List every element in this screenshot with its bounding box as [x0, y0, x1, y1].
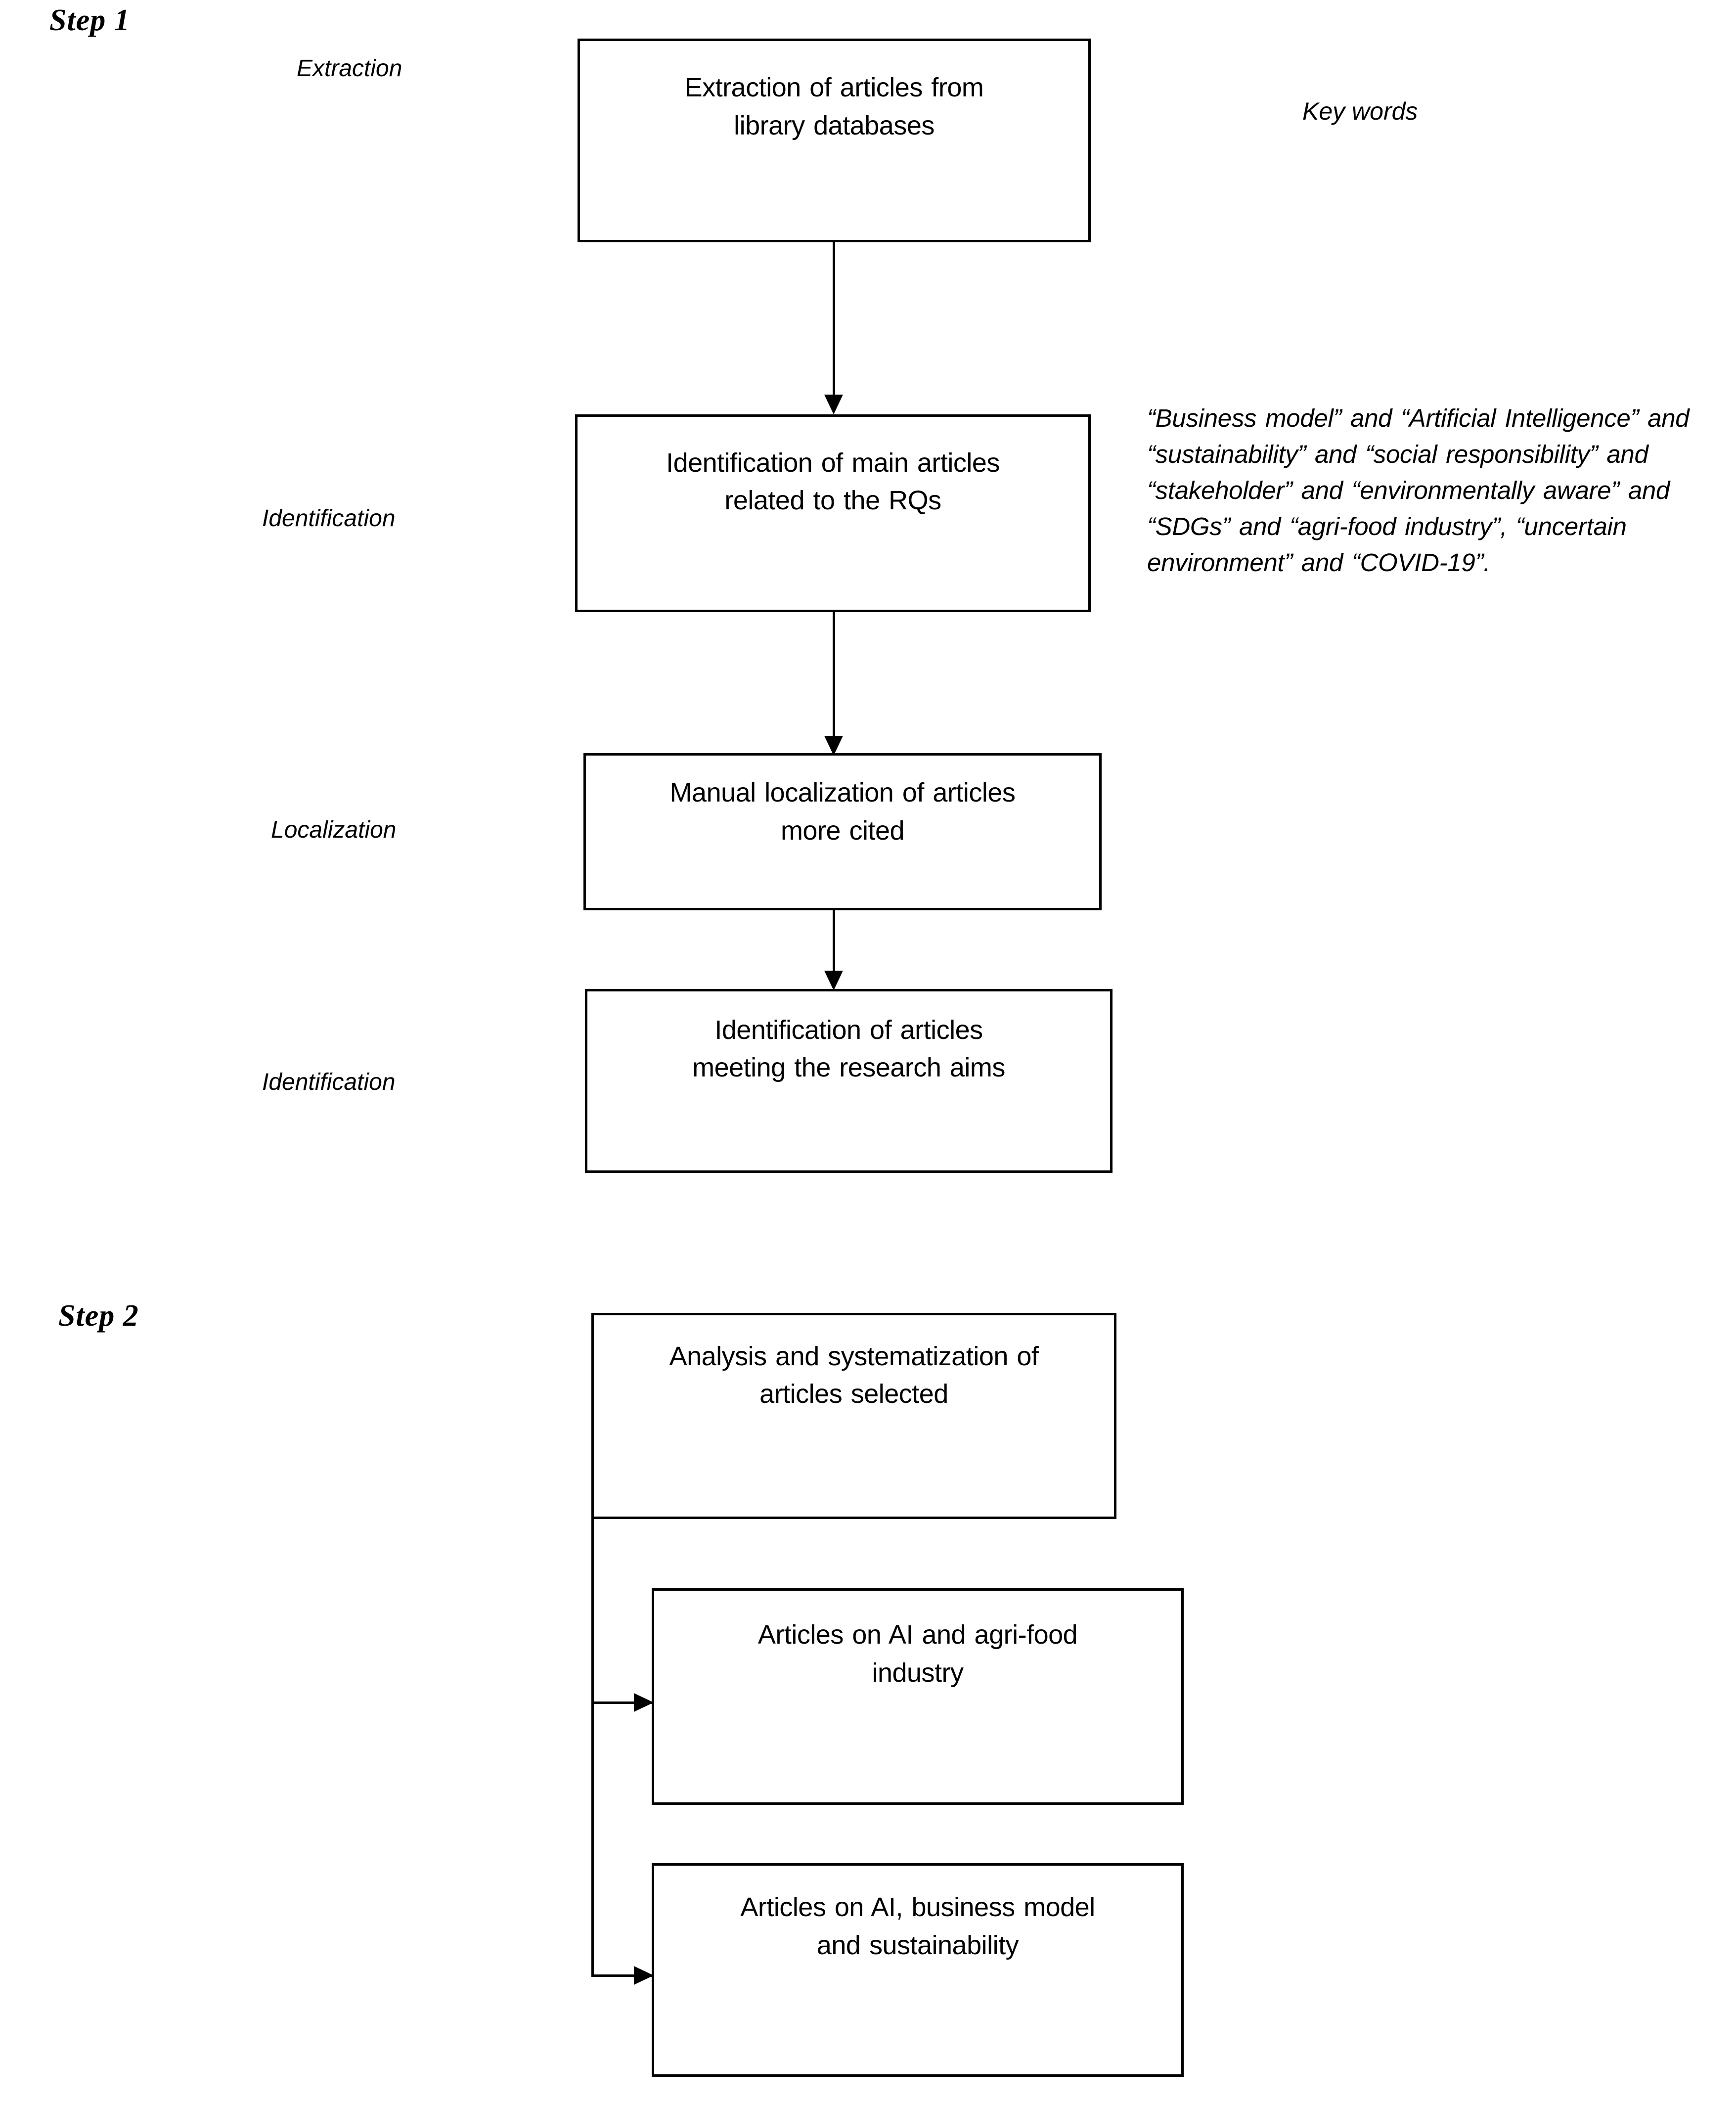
step-2-heading: Step 2	[58, 1299, 139, 1333]
box-ai-agrifood: Articles on AI and agri-food industry	[652, 1588, 1184, 1805]
step-1-heading: Step 1	[49, 3, 130, 37]
box-manual-localization-text: Manual localization of articles more cit…	[607, 774, 1079, 850]
box-ai-agrifood-text: Articles on AI and agri-food industry	[675, 1616, 1160, 1692]
box-ai-business-model-line-1: Articles on AI, business model	[740, 1892, 1095, 1923]
box-ai-business-model-line-2: and sustainability	[816, 1930, 1019, 1961]
connector-line-identification-to-localization	[833, 612, 835, 736]
box-ai-agrifood-line-2: industry	[872, 1658, 964, 1688]
box-extraction: Extraction of articles from library data…	[578, 39, 1091, 242]
stage-label-identification-2: Identification	[262, 1069, 396, 1095]
box-extraction-line-1: Extraction of articles from	[684, 73, 984, 103]
stage-label-extraction: Extraction	[297, 55, 402, 82]
box-identification-main: Identification of main articles related …	[575, 414, 1091, 612]
arrow-identification-to-localization	[824, 736, 843, 756]
box-analysis-line-2: articles selected	[759, 1379, 948, 1409]
arrow-localization-to-aims	[824, 971, 843, 990]
connector-branch-to-ai-agrifood	[591, 1701, 658, 1704]
connector-branch-to-ai-business-model	[591, 1974, 658, 1977]
stage-label-localization: Localization	[271, 817, 397, 843]
arrow-to-ai-business-model	[634, 1966, 654, 1985]
stage-label-identification-1: Identification	[262, 505, 396, 532]
box-ai-business-model-text: Articles on AI, business model and susta…	[675, 1888, 1160, 1964]
connector-line-extraction-to-identification	[833, 242, 835, 395]
arrow-extraction-to-identification	[824, 395, 843, 414]
box-identification-aims-text: Identification of articles meeting the r…	[608, 1011, 1089, 1087]
connector-spine-analysis-branches	[591, 1519, 594, 1977]
box-identification-main-line-1: Identification of main articles	[666, 448, 1000, 478]
box-analysis-line-1: Analysis and systematization of	[669, 1341, 1039, 1371]
box-manual-localization-line-1: Manual localization of articles	[669, 777, 1016, 807]
box-ai-business-model: Articles on AI, business model and susta…	[652, 1863, 1184, 2077]
box-manual-localization-line-2: more cited	[780, 815, 905, 846]
box-identification-aims-line-2: meeting the research aims	[692, 1053, 1005, 1083]
box-ai-agrifood-line-1: Articles on AI and agri-food	[757, 1620, 1078, 1650]
box-identification-aims-line-1: Identification of articles	[714, 1015, 983, 1045]
box-analysis: Analysis and systematization of articles…	[591, 1313, 1116, 1519]
box-identification-main-line-2: related to the RQs	[724, 486, 941, 516]
arrow-to-ai-agrifood	[634, 1693, 654, 1712]
box-extraction-text: Extraction of articles from library data…	[600, 69, 1068, 144]
box-analysis-text: Analysis and systematization of articles…	[615, 1338, 1093, 1413]
box-manual-localization: Manual localization of articles more cit…	[583, 753, 1102, 910]
keywords-title: Key words	[1302, 97, 1418, 125]
keywords-body: “Business model” and “Artificial Intelli…	[1147, 404, 1690, 577]
box-identification-main-text: Identification of main articles related …	[598, 444, 1068, 520]
box-extraction-line-2: library databases	[734, 110, 935, 140]
box-identification-aims: Identification of articles meeting the r…	[585, 989, 1113, 1173]
connector-line-localization-to-aims	[833, 910, 835, 971]
